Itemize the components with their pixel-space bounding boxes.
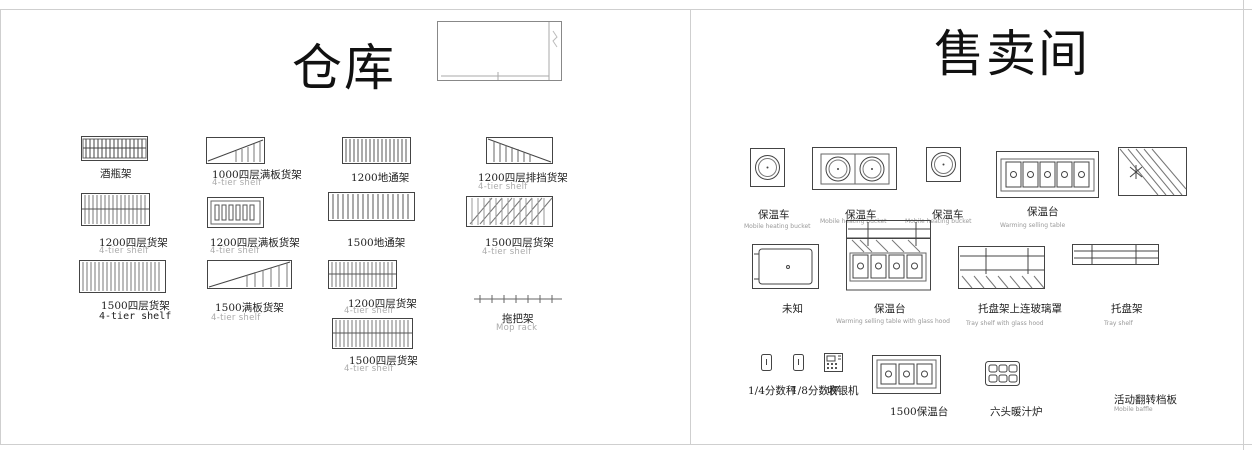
flip-baffle-sub: Mobile baffle bbox=[1114, 406, 1153, 413]
warm-table-symbol bbox=[996, 151, 1099, 198]
shelf-1500-right-symbol bbox=[466, 196, 553, 227]
floor-rack-1200-symbol bbox=[342, 137, 411, 164]
tray-glass-symbol bbox=[958, 246, 1045, 289]
shelf-1500-right-sub: 4-tier shelf bbox=[482, 247, 532, 257]
shelf-1200-sub: 4-tier shelf bbox=[99, 246, 149, 256]
full-board-1500-label: 1500满板货架 bbox=[215, 302, 284, 314]
right-border bbox=[1243, 0, 1244, 450]
tray-shelf-label: 托盘架 bbox=[1111, 303, 1143, 315]
full-shelf-1200-label: 1200四层满板货架 bbox=[210, 237, 300, 249]
shelf-1500-left-label: 1500四层货架 bbox=[101, 300, 170, 312]
flip-baffle-label: 活动翻转档板 bbox=[1114, 394, 1177, 406]
bottom-border bbox=[0, 444, 1252, 445]
warm-cart-1-sub: Mobile heating bucket bbox=[744, 223, 811, 230]
warehouse-title: 仓库 bbox=[292, 39, 396, 97]
warm-cart-3-sub: Mobile heating bucket bbox=[905, 218, 972, 225]
warm-cart-2-symbol bbox=[812, 147, 897, 190]
panel-divider bbox=[690, 9, 691, 445]
baffle-shelf-1200-sub: 4-tier shelf bbox=[478, 182, 528, 192]
unknown-symbol bbox=[752, 244, 819, 289]
warm-cart-2-label: 保温车 bbox=[845, 209, 877, 221]
full-shelf-1200-symbol bbox=[207, 197, 264, 228]
ice-display-symbol bbox=[1118, 147, 1187, 196]
shelf-1500-right-label: 1500四层货架 bbox=[485, 237, 554, 249]
tray-glass-sub: Tray shelf with glass hood bbox=[966, 320, 1044, 327]
eighth-scale-label: 1/8分数秤 bbox=[791, 385, 840, 397]
full-shelf-1000-sub: 4-tier shelf bbox=[212, 178, 262, 188]
shelf-1200-mid-sub: 4-tier shelf bbox=[344, 306, 394, 316]
warm-cart-3-symbol bbox=[926, 147, 961, 182]
shelf-1500-mid-label: 1500四层货架 bbox=[349, 355, 418, 367]
warm-table-glass-label: 保温台 bbox=[874, 303, 906, 315]
full-board-1500-symbol bbox=[207, 260, 292, 289]
shelf-1500-left-symbol bbox=[79, 260, 166, 293]
warm-table-glass-sub: Warming selling table with glass hood bbox=[836, 318, 950, 325]
eighth-scale-symbol bbox=[793, 354, 804, 371]
shelf-1500-mid-symbol bbox=[332, 318, 413, 349]
full-board-1500-sub: 4-tier shelf bbox=[211, 313, 261, 323]
warm-table-label: 保温台 bbox=[1027, 206, 1059, 218]
floor-rack-1500-symbol bbox=[328, 192, 415, 221]
warm-cart-2-sub: Mobile heating bucket bbox=[820, 218, 887, 225]
six-head-stove-label: 六头暖汁炉 bbox=[990, 406, 1043, 418]
mop-rack-sub: Mop rack bbox=[496, 323, 538, 333]
full-shelf-1000-label: 1000四层满板货架 bbox=[212, 169, 302, 181]
shelf-1500-mid-sub: 4-tier shelf bbox=[344, 364, 394, 374]
tray-shelf-symbol bbox=[1072, 244, 1159, 265]
baffle-shelf-1200-symbol bbox=[486, 137, 553, 164]
wine-rack-symbol bbox=[81, 136, 148, 161]
shelf-1200-mid-label: 1200四层货架 bbox=[348, 298, 417, 310]
unknown-label: 未知 bbox=[782, 303, 803, 315]
shelf-1200-symbol bbox=[81, 193, 150, 226]
shelf-1200-mid-symbol bbox=[328, 260, 397, 289]
cash-register-label: 收银机 bbox=[827, 385, 859, 397]
warm-table-1500-symbol bbox=[872, 355, 941, 394]
warm-table-glass-symbol bbox=[846, 220, 931, 291]
quarter-scale-label: 1/4分数秤 bbox=[748, 385, 797, 397]
mop-rack-symbol bbox=[474, 295, 562, 303]
cash-register-symbol bbox=[824, 353, 843, 372]
warm-cart-1-label: 保温车 bbox=[758, 209, 790, 221]
left-border bbox=[0, 9, 1, 445]
floor-rack-1200-label: 1200地通架 bbox=[351, 172, 410, 184]
full-shelf-1200-sub: 4-tier shelf bbox=[210, 246, 260, 256]
wine-rack-label: 酒瓶架 bbox=[100, 168, 132, 180]
top-border bbox=[0, 9, 1252, 10]
warm-table-1500-label: 1500保温台 bbox=[890, 406, 949, 418]
mop-rack-label: 拖把架 bbox=[502, 313, 534, 325]
sales-room-title: 售卖间 bbox=[934, 25, 1090, 83]
full-shelf-1000-symbol bbox=[206, 137, 265, 164]
shelf-1200-label: 1200四层货架 bbox=[99, 237, 168, 249]
six-head-stove-symbol bbox=[985, 361, 1020, 386]
shelf-1500-left-sub: 4-tier shelf bbox=[99, 311, 172, 322]
floor-rack-1500-label: 1500地通架 bbox=[347, 237, 406, 249]
warm-cart-3-label: 保温车 bbox=[932, 209, 964, 221]
warm-cart-1-symbol bbox=[750, 148, 785, 187]
tray-shelf-sub: Tray shelf bbox=[1104, 320, 1133, 327]
quarter-scale-symbol bbox=[761, 354, 772, 371]
baffle-shelf-1200-label: 1200四层排挡货架 bbox=[478, 172, 568, 184]
tray-glass-label: 托盘架上连玻璃罩 bbox=[978, 303, 1062, 315]
warm-table-sub: Warming selling table bbox=[1000, 222, 1066, 229]
wall-counter-symbol bbox=[437, 21, 562, 81]
